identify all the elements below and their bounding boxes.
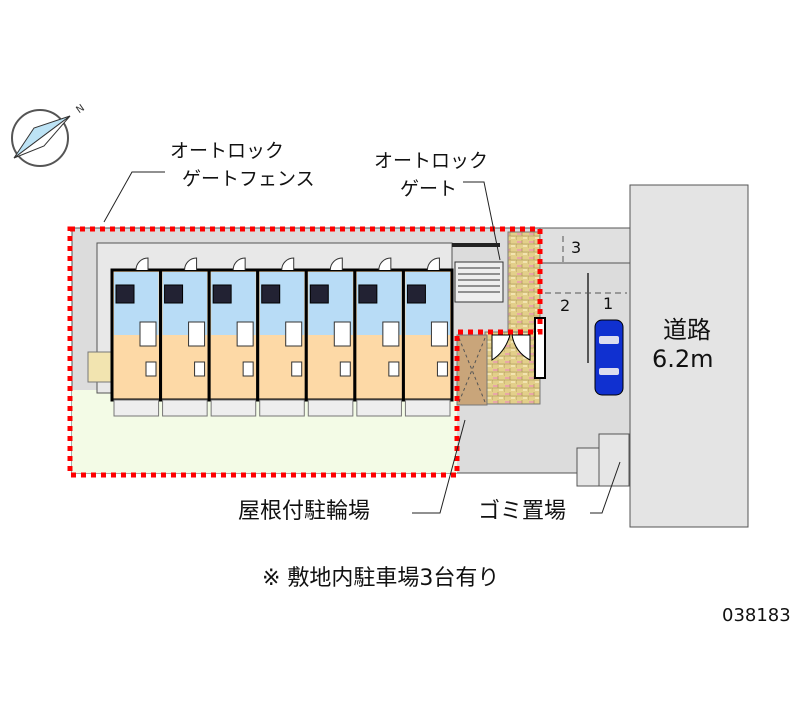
autolock-gate-fence — [67, 226, 543, 478]
parking-number-3: 3 — [571, 238, 582, 257]
parking-number-1: 1 — [603, 294, 614, 313]
parking-note: ※ 敷地内駐車場3台有り — [262, 566, 500, 591]
road-width-label: 6.2m — [652, 345, 714, 373]
parking-space-3 — [539, 227, 631, 264]
apartment-unit — [159, 257, 211, 417]
stairs — [454, 261, 504, 303]
garbage-area — [598, 433, 630, 487]
apartment-unit — [353, 257, 405, 417]
outdoor-unit — [87, 351, 113, 383]
autolock-fence-label-2: ゲートフェンス — [182, 168, 315, 190]
apartment-units — [110, 257, 454, 417]
gate-wall — [507, 231, 541, 333]
compass-north-label: N — [74, 103, 86, 116]
autolock-fence-label-1: オートロック — [170, 140, 285, 162]
apartment-unit — [256, 257, 308, 417]
compass-icon: N — [11, 103, 87, 167]
autolock-gate-label-2: ゲート — [400, 178, 458, 200]
apartment-unit — [110, 257, 163, 417]
apartment-unit — [401, 257, 454, 417]
gate — [534, 317, 546, 379]
road-label: 道路 — [663, 316, 711, 344]
autolock-gate-label-1: オートロック — [374, 150, 489, 172]
parking-number-2: 2 — [560, 296, 571, 315]
property-id: 038183 — [722, 605, 791, 626]
garbage-label: ゴミ置場 — [478, 499, 567, 524]
bicycle-parking — [456, 334, 488, 406]
bicycle-parking-label: 屋根付駐輪場 — [238, 499, 371, 524]
apartment-unit — [304, 257, 357, 417]
car-icon — [594, 319, 624, 396]
apartment-unit — [207, 257, 260, 417]
road — [629, 184, 749, 528]
